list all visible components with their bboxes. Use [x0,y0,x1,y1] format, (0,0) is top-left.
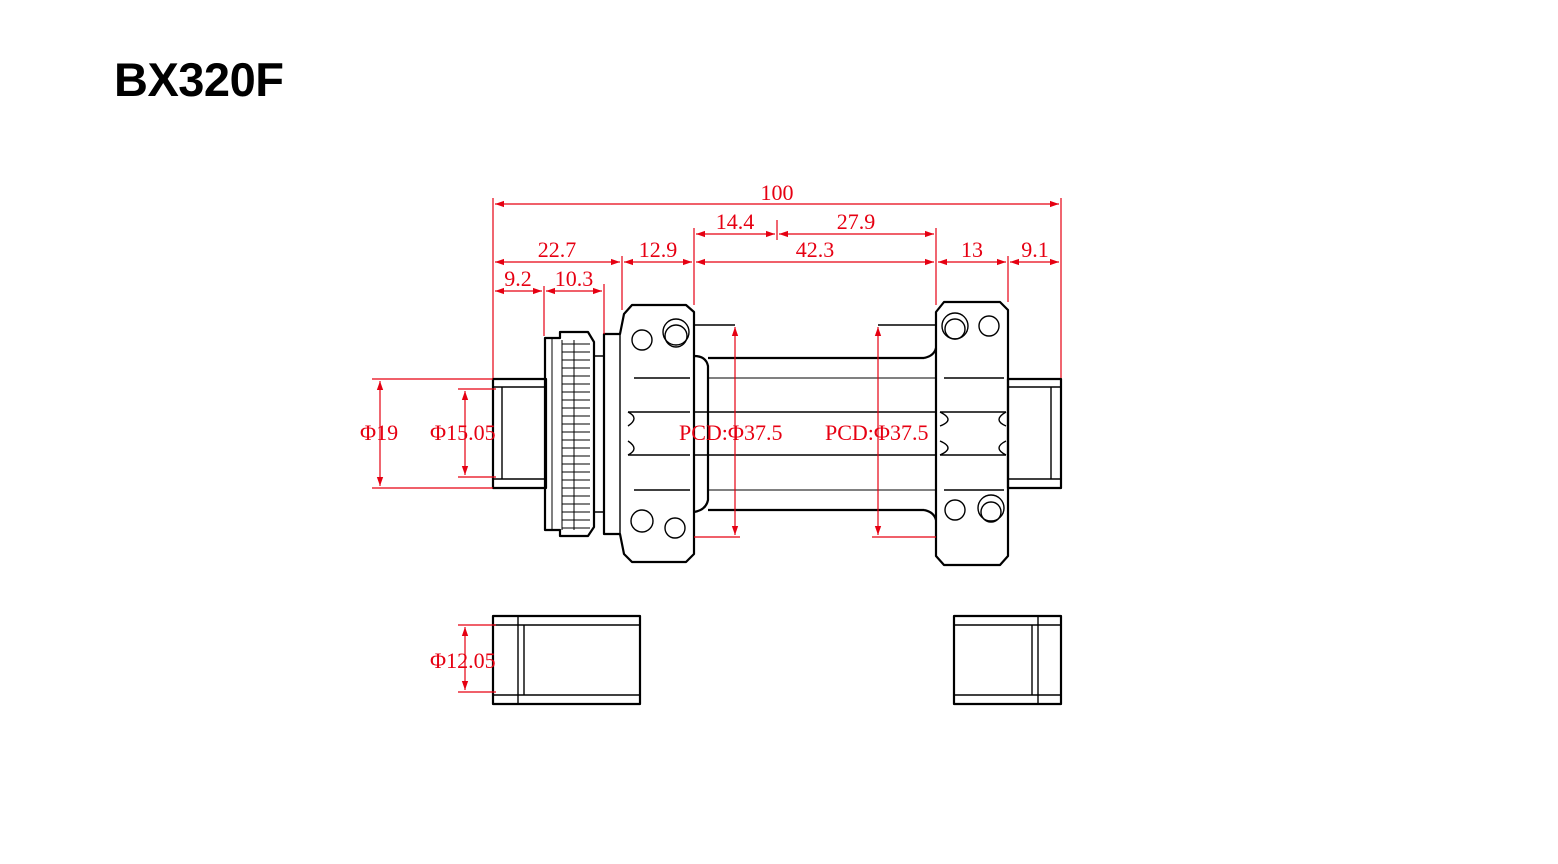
rotor-spline-teeth [551,338,590,530]
dim-right-flange-width: 13 [961,237,983,262]
dim-pcd-left: PCD:Φ37.5 [679,420,783,445]
dim-flange-spacing: 42.3 [796,237,835,262]
dim-axle-inner-dia: Φ15.05 [430,420,496,445]
dim-left-end-cap: 9.2 [504,266,532,291]
dim-flange-to-center-left: 14.4 [716,209,755,234]
hub-body-outline [491,300,1063,706]
dim-overall-width: 100 [761,180,794,205]
dim-left-end-to-flange: 22.7 [538,237,577,262]
dim-flange-to-center-right: 27.9 [837,209,876,234]
dim-axle-outer-dia: Φ19 [360,420,398,445]
dim-right-end: 9.1 [1021,237,1049,262]
dim-rotor-mount: 10.3 [555,266,594,291]
dimension-lines [372,198,1062,693]
page-title: BX320F [114,53,284,106]
dim-pcd-right: PCD:Φ37.5 [825,420,929,445]
dim-left-flange-width: 12.9 [639,237,678,262]
dim-end-cap-inner-dia: Φ12.05 [430,648,496,673]
